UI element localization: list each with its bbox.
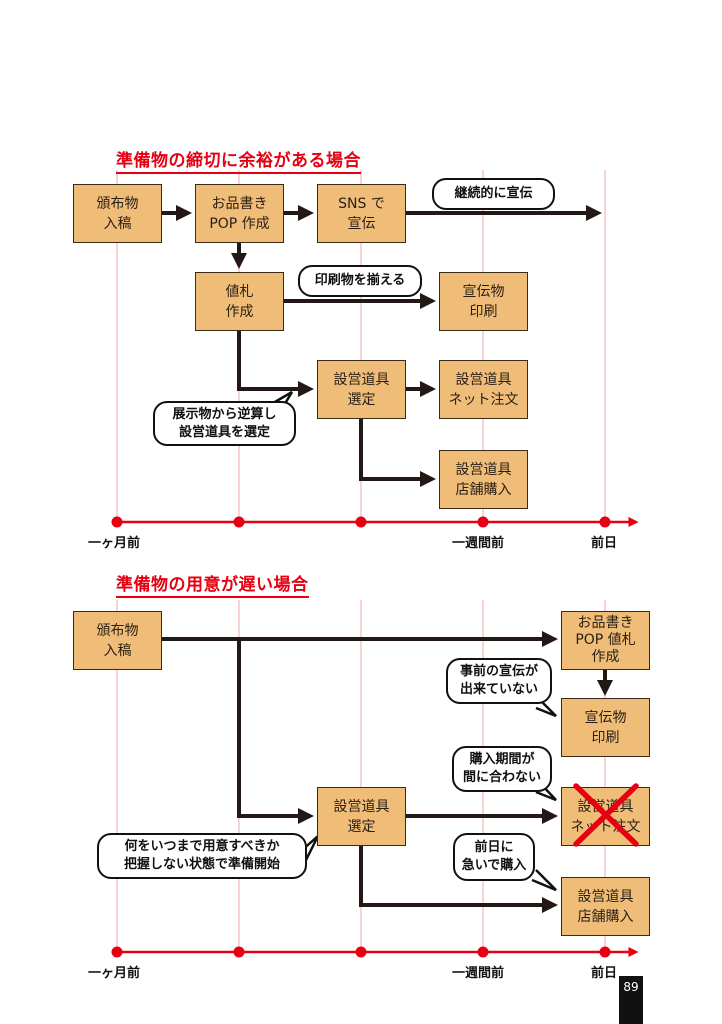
box-menu-pop: お品書き POP 作成: [195, 184, 284, 243]
bubble-continuous-promo: 継続的に宣伝: [432, 178, 555, 210]
bubble-reverse-calc: 展示物から逆算し 設営道具を選定: [153, 401, 296, 446]
box-price-tag: 値札 作成: [195, 272, 284, 331]
box-equipment-select: 設営道具 選定: [317, 360, 406, 419]
arrows-2: [162, 631, 613, 913]
timeline1-label-day-before: 前日: [591, 536, 618, 551]
page-number: 89: [619, 976, 643, 1024]
timeline2-label-day-before: 前日: [591, 966, 618, 981]
section1-title: 準備物の締切に余裕がある場合: [116, 146, 361, 174]
bubble-no-plan: 何をいつまで用意すべきか 把握しない状態で準備開始: [97, 833, 307, 879]
box-equipment-online: 設営道具 ネット注文: [439, 360, 528, 419]
bubble-align-prints: 印刷物を揃える: [298, 265, 422, 297]
arrows-1: [162, 205, 602, 487]
timeline-1: [111, 516, 639, 528]
timeline2-label-one-week: 一週間前: [452, 966, 505, 981]
box-menu-pop-price: お品書き POP 値札 作成: [561, 611, 650, 670]
box-flyer-print-2: 宣伝物 印刷: [561, 698, 650, 757]
cross-icon: [573, 783, 639, 847]
bubble-no-time: 購入期間が 間に合わない: [452, 746, 552, 792]
box-manuscript-2: 頒布物 入稿: [73, 611, 162, 670]
timeline1-label-one-week: 一週間前: [452, 536, 505, 551]
section2-title: 準備物の用意が遅い場合: [116, 570, 309, 598]
bubble-no-promo: 事前の宣伝が 出来ていない: [446, 658, 552, 704]
bubble-rush: 前日に 急いで購入: [453, 833, 535, 881]
timeline-2: [111, 946, 639, 958]
box-manuscript: 頒布物 入稿: [73, 184, 162, 243]
timeline2-label-one-month: 一ヶ月前: [88, 966, 141, 981]
timeline1-label-one-month: 一ヶ月前: [88, 536, 141, 551]
box-equipment-online-2: 設営道具 ネット注文: [561, 787, 650, 846]
box-sns: SNS で 宣伝: [317, 184, 406, 243]
box-equipment-store-2: 設営道具 店舗購入: [561, 877, 650, 936]
box-equipment-select-2: 設営道具 選定: [317, 787, 406, 846]
box-flyer-print: 宣伝物 印刷: [439, 272, 528, 331]
box-equipment-store: 設営道具 店舗購入: [439, 450, 528, 509]
